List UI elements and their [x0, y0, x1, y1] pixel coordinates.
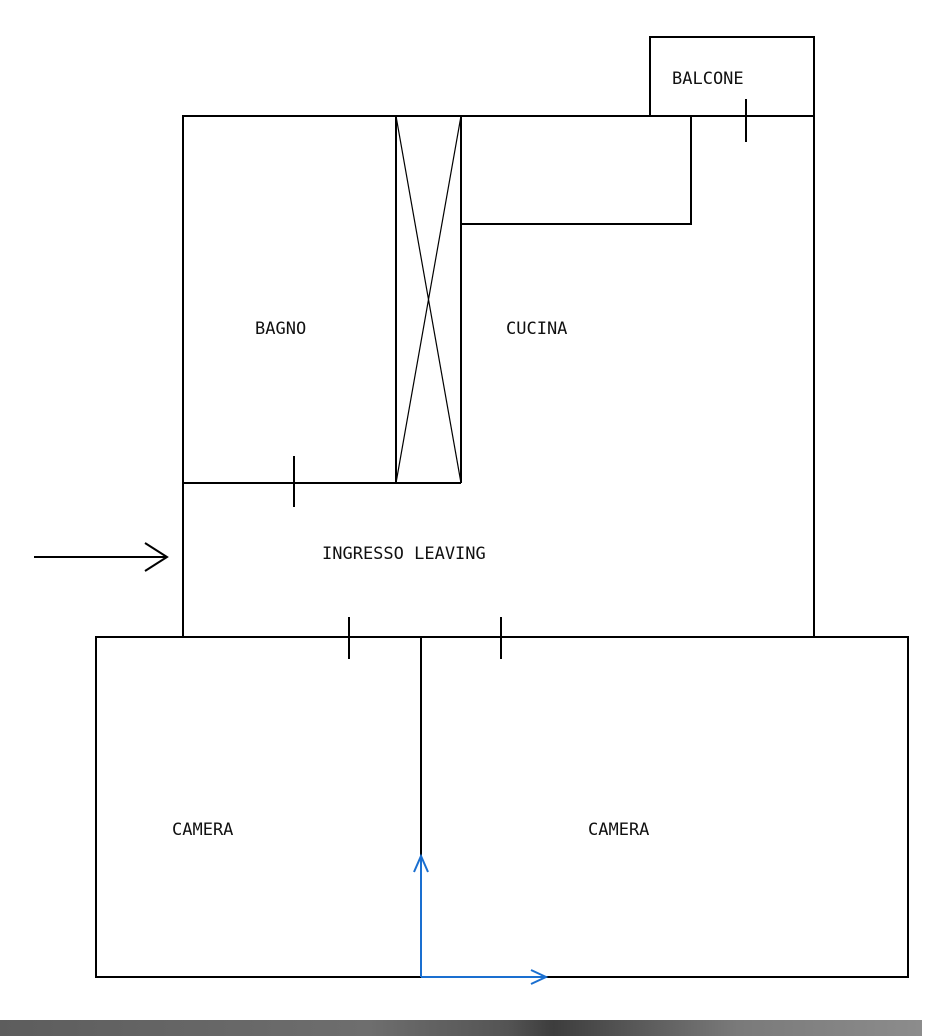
- room-label-camera-left: CAMERA: [172, 820, 233, 840]
- room-label-ingresso: INGRESSO LEAVING: [322, 544, 486, 564]
- bedrooms-outer-wall: [95, 636, 909, 978]
- room-label-camera-right: CAMERA: [588, 820, 649, 840]
- room-label-balcone: BALCONE: [672, 69, 744, 89]
- room-label-cucina: CUCINA: [506, 319, 567, 339]
- axis-x-arrow-icon: [421, 969, 549, 985]
- axis-y-arrow-icon: [413, 853, 429, 977]
- photo-edge-strip: [0, 1020, 922, 1036]
- main-outer-wall: [182, 115, 815, 637]
- arrow-right-icon: [34, 542, 169, 572]
- kitchen-niche-wall: [461, 116, 692, 225]
- room-label-bagno: BAGNO: [255, 319, 306, 339]
- shaft-block: [395, 115, 462, 484]
- balcony-wall: [649, 36, 815, 116]
